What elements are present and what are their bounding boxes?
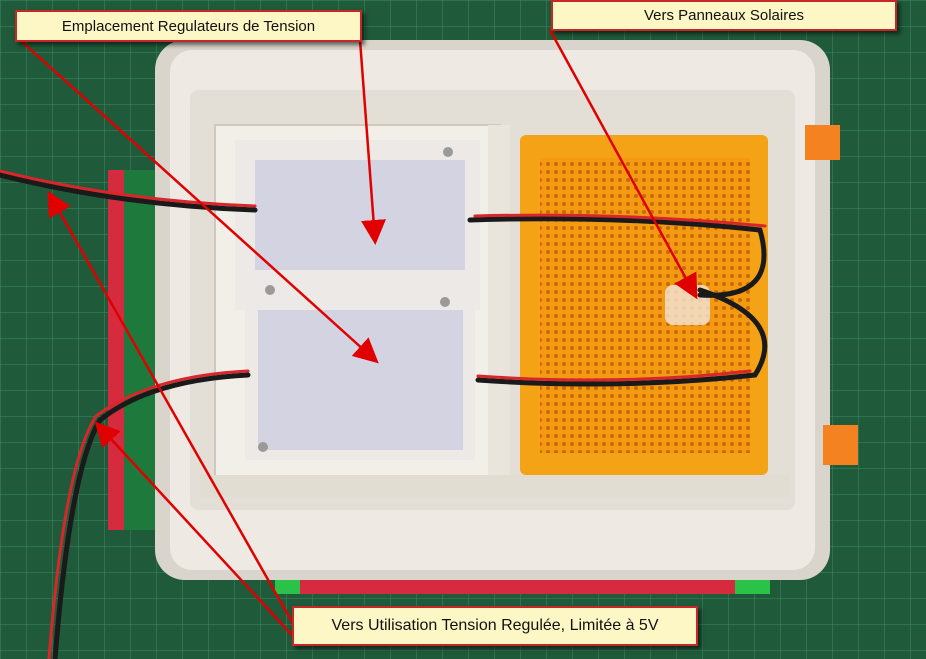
arrow-regulator-top bbox=[358, 39, 386, 245]
arrow-solar bbox=[548, 29, 698, 300]
callout-regulators-location: Emplacement Regulateurs de Tension bbox=[15, 10, 362, 42]
wires bbox=[0, 169, 768, 659]
annotation-arrows bbox=[19, 29, 698, 636]
arrow-output-top bbox=[47, 190, 294, 623]
regulator-modules bbox=[235, 140, 480, 460]
callout-regulated-output: Vers Utilisation Tension Regulée, Limité… bbox=[292, 606, 698, 646]
callout-solar-panels: Vers Panneaux Solaires bbox=[551, 0, 897, 31]
arrow-regulator-bottom bbox=[19, 39, 379, 364]
arrow-output-bottom bbox=[94, 421, 293, 636]
